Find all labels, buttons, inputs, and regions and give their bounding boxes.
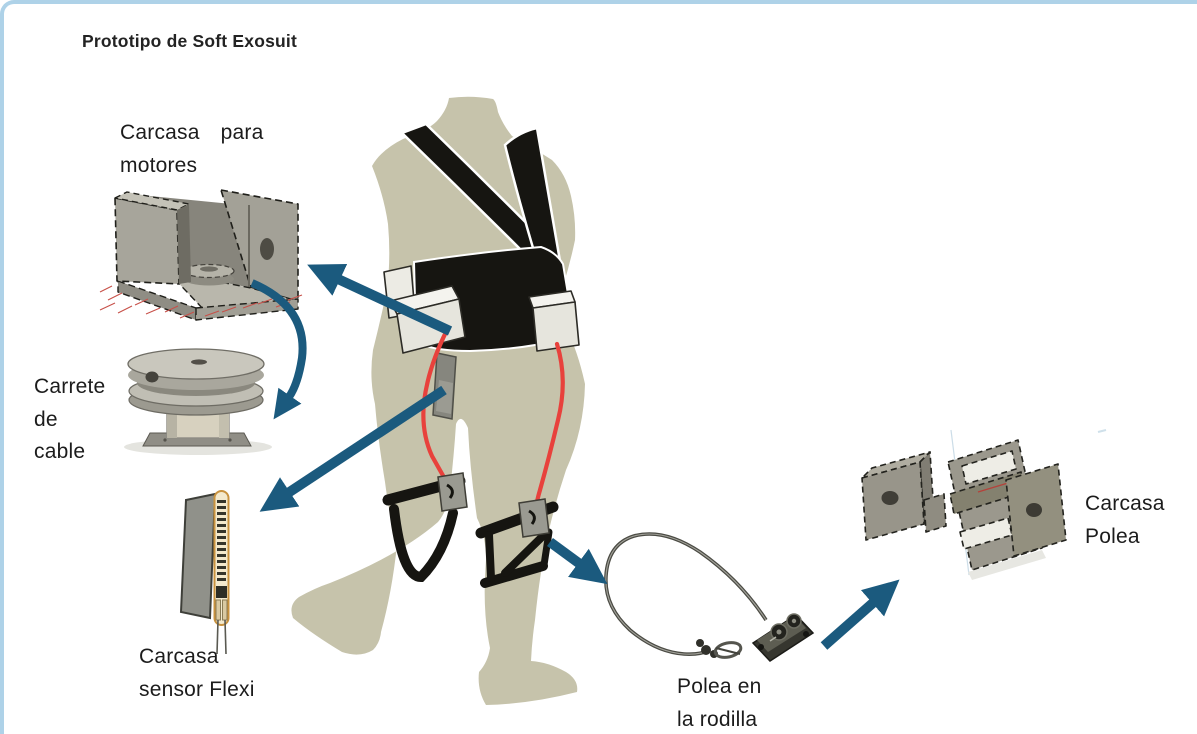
flexi-sensor-render [179,490,230,655]
flex-wire-right [224,619,227,655]
page-title: Prototipo de Soft Exosuit [82,31,297,51]
bowden-cables [421,327,565,511]
pulley-hub-front [776,629,782,635]
flex-pin-left [215,599,221,621]
right-belt-box-front [532,301,580,352]
label-flexi-sensor: Carcasa sensor Flexi [139,645,255,701]
sensor-case-plate [179,492,217,620]
right-pad-hook [528,509,536,525]
base-screw-right [228,438,232,442]
label-pulley-housing: Carcasa Polea [1085,492,1165,548]
left-pad-hook [446,483,454,499]
flex-pin-right [222,599,228,621]
right-knee-connector-diagonal [501,529,550,577]
arrow-pulley-to-housing [820,579,900,650]
pulley-cable-loop [604,532,768,656]
thigh-sensor-plate [432,352,457,420]
right-knee-connector-right [540,528,553,569]
pulley-housing-left-block [861,451,947,541]
motor-shade-right [219,396,229,438]
housing-right-wall [220,189,299,302]
base-screw-left [163,438,167,442]
spool-center-hole [191,359,207,365]
right-knee-lower-band [480,561,548,588]
pulley-cable-highlight [605,533,767,655]
cable-reel-render [124,348,272,455]
motor-shade-left [167,396,177,438]
plate-slot-bottom [959,517,1013,550]
plate-red-sketch-line [977,482,1009,493]
label-motor-housing: Carcasa para motores [120,121,264,177]
spool-side-hole [145,371,159,383]
housing-inner-reel [183,263,235,286]
pulley-bolt-left [758,644,764,650]
pulley-highlight [769,636,777,642]
arrow-thigh-to-flexi-sensor [259,385,447,512]
pulley-housing-strap-plate [947,439,1067,580]
arrow-housing-to-reel [250,279,307,420]
left-block-hole [881,491,899,505]
harness [399,122,572,353]
cad-red-hatching [99,285,303,319]
pulley-block [751,613,815,662]
housing-left-wall-edge [177,204,191,284]
knee-pulley-photo [604,532,815,662]
right-knee-connector-left [485,531,495,582]
flex-strip-pad [216,586,227,598]
arrow-knee-to-pulley [547,537,608,585]
knee-pads [437,472,550,538]
cable-right-leg [533,341,565,511]
cable-knot [696,639,743,659]
plate-slot-top [961,450,1017,485]
human-figure [291,96,585,705]
label-knee-pulley: Polea en la rodilla [677,675,762,731]
housing-left-wall [114,197,180,285]
callout-arrows [250,263,900,650]
right-block-hole [1026,503,1042,517]
pulley-bolt-right [803,631,809,637]
label-cable-reel: Carrete de cable [34,375,106,463]
flex-strip-resistive-bars [217,500,226,581]
left-block-tab [923,493,947,533]
motor-housing-render [99,189,303,321]
flex-wire-left [216,619,219,655]
pulley-housing-render [861,429,1107,580]
arrow-belt-to-motor-housing [307,263,453,336]
housing-left-wall-top [114,191,190,211]
housing-wall-hole [260,238,274,260]
pulley-hub-back [791,618,797,624]
left-knee-loop [389,504,458,583]
inner-reel-hub [200,266,218,272]
cad-artifact-mark [1097,429,1107,433]
cable-left-leg [421,327,453,491]
reel-spool [127,348,265,416]
plate-ground-highlight [968,550,1046,580]
